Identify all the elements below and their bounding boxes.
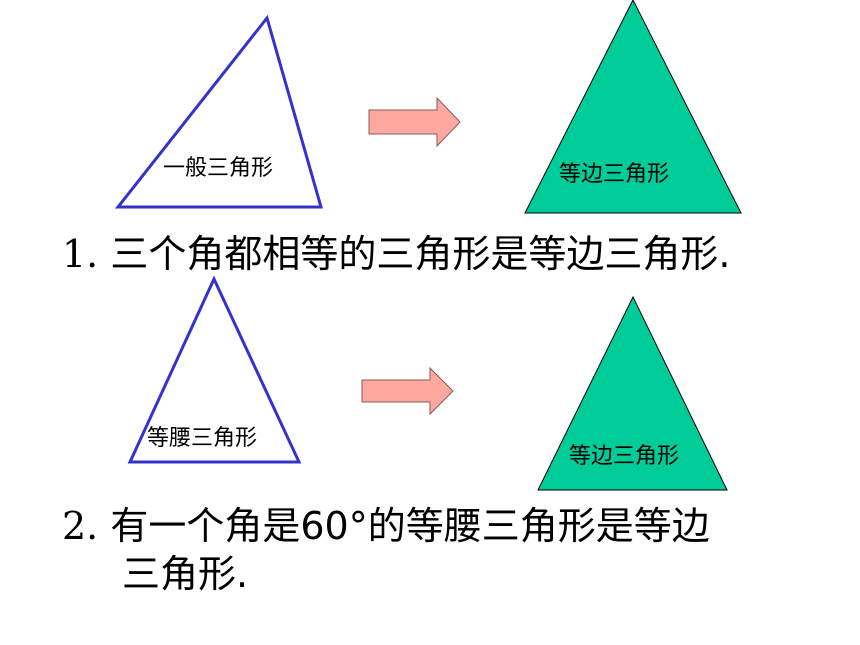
transform-arrow-1 (368, 96, 461, 148)
general-triangle-label: 一般三角形 (163, 156, 274, 181)
statement-1-number: 1. (62, 232, 99, 276)
general-triangle (114, 14, 323, 209)
isosceles-triangle (127, 275, 302, 464)
statement-2-text-line2: 三角形. (122, 551, 249, 596)
statement-2-text-line1: 有一个角是60°的等腰三角形是等边 (110, 504, 710, 548)
statement-1: 1. 三个角都相等的三角形是等边三角形. (62, 231, 730, 279)
equilateral-triangle-label-1: 等边三角形 (559, 162, 670, 187)
transform-arrow-2 (361, 366, 454, 416)
statement-1-text: 三个角都相等的三角形是等边三角形. (110, 232, 731, 276)
equilateral-triangle-label-2: 等边三角形 (569, 444, 680, 469)
isosceles-triangle-label: 等腰三角形 (147, 426, 258, 451)
equilateral-triangle-2 (537, 295, 728, 491)
equilateral-triangle-1 (524, 0, 742, 214)
statement-2: 2. 有一个角是60°的等腰三角形是等边 三角形. (62, 503, 710, 598)
statement-2-number: 2. (62, 504, 99, 548)
